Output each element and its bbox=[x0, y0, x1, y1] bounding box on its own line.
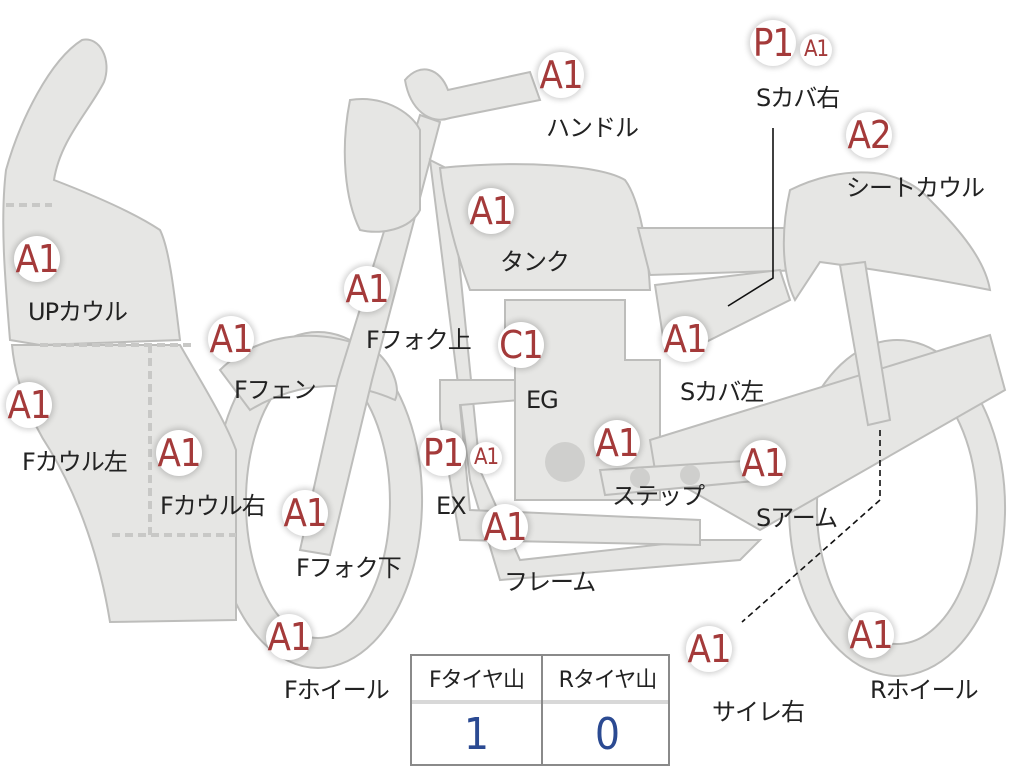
grade-badge-seat-cowl: A2 bbox=[846, 112, 892, 158]
rear-shock-shape bbox=[838, 260, 892, 427]
handlebar-shape bbox=[403, 68, 542, 121]
part-label-rwheel: Rホイール bbox=[870, 676, 979, 704]
part-label-ffork-upper: Fフォク上 bbox=[366, 326, 472, 354]
grade-badge-upcowl: A1 bbox=[14, 236, 60, 282]
tire-tread-table: Fタイヤ山 Rタイヤ山 1 0 bbox=[410, 654, 670, 766]
grade-badge-fcowl-left: A1 bbox=[6, 382, 52, 428]
grade-badge-step: A1 bbox=[594, 420, 640, 466]
part-label-swing-arm: Sアーム bbox=[756, 504, 838, 532]
rear-tire-value: 0 bbox=[594, 708, 621, 760]
head-block-shape bbox=[343, 98, 421, 233]
grade-badge-silencer-right: A1 bbox=[686, 626, 732, 672]
front-wheel-shape bbox=[213, 331, 423, 669]
grade-badge-side-cover-right: P1 bbox=[750, 20, 796, 66]
grade-badge-ffork-lower: A1 bbox=[282, 490, 328, 536]
part-label-exhaust: EX bbox=[436, 492, 467, 520]
part-label-side-cover-left: Sカバ左 bbox=[680, 378, 764, 406]
grade-badge-swing-arm: A1 bbox=[740, 440, 786, 486]
table-column-divider bbox=[541, 656, 543, 764]
grade-badge-exhaust: P1 bbox=[420, 430, 466, 476]
part-label-fcowl-left: Fカウル左 bbox=[22, 448, 128, 476]
grade-badge-ffork-upper: A1 bbox=[344, 266, 390, 312]
grade-badge-fcowl-right: A1 bbox=[156, 430, 202, 476]
grade-badge-tank: A1 bbox=[468, 188, 514, 234]
grade-badge-frame: A1 bbox=[482, 504, 528, 550]
part-label-step: ステップ bbox=[612, 482, 705, 510]
part-label-upcowl: UPカウル bbox=[28, 298, 128, 326]
grade-badge-side-cover-left: A1 bbox=[662, 316, 708, 362]
part-label-seat-cowl: シートカウル bbox=[846, 174, 985, 202]
part-label-silencer-right: サイレ右 bbox=[712, 698, 805, 726]
part-label-fwheel: Fホイール bbox=[284, 676, 390, 704]
part-label-side-cover-right: Sカバ右 bbox=[756, 84, 840, 112]
part-label-ffender: Fフェン bbox=[234, 376, 317, 404]
front-tire-value: 1 bbox=[463, 708, 490, 760]
grade-badge-fwheel: A1 bbox=[266, 614, 312, 660]
seat-rail-shape bbox=[636, 227, 807, 277]
rear-tire-header: Rタイヤ山 bbox=[558, 668, 658, 693]
front-tire-header: Fタイヤ山 bbox=[429, 668, 525, 693]
part-label-ffork-lower: Fフォク下 bbox=[296, 554, 402, 582]
seat-cowl-shape bbox=[782, 171, 992, 303]
part-label-frame: フレーム bbox=[504, 568, 596, 596]
part-label-tank: タンク bbox=[500, 248, 570, 276]
part-label-handle: ハンドル bbox=[546, 114, 639, 142]
grade-badge-handle: A1 bbox=[538, 52, 584, 98]
sub-grade-badge-side-cover-right: A1 bbox=[800, 34, 832, 66]
part-label-engine: EG bbox=[526, 386, 559, 414]
grade-badge-ffender: A1 bbox=[208, 316, 254, 362]
grade-badge-engine: C1 bbox=[498, 322, 544, 368]
part-label-fcowl-right: Fカウル右 bbox=[160, 492, 266, 520]
sub-grade-badge-exhaust: A1 bbox=[470, 442, 502, 474]
grade-badge-rwheel: A1 bbox=[848, 612, 894, 658]
table-header-divider bbox=[412, 700, 668, 704]
